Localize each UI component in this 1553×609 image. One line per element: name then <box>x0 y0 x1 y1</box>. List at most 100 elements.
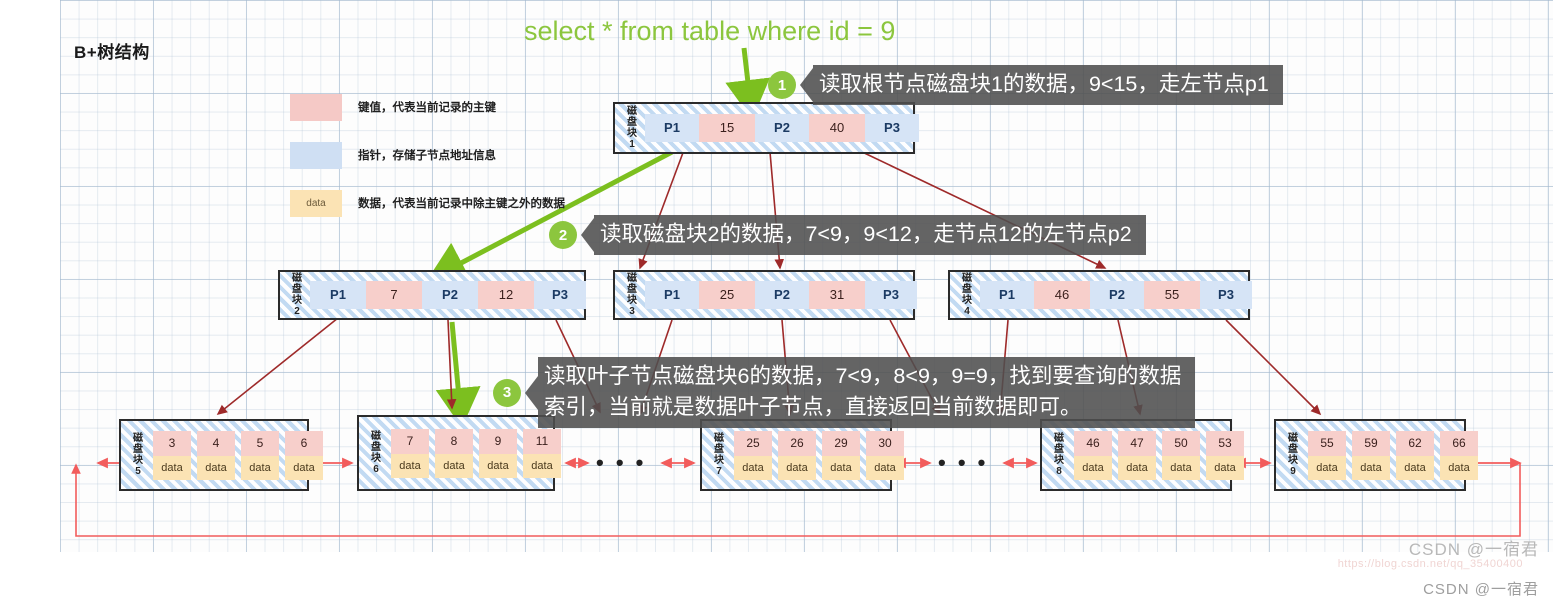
callout-arrow-2 <box>581 218 594 252</box>
node-label-block-1: 磁 盘 块 1 <box>627 106 637 150</box>
node-label-block-5: 磁 盘 块 5 <box>133 433 143 477</box>
record[interactable]: 53 data <box>1206 430 1244 480</box>
record-data: data <box>1308 455 1346 480</box>
cell-key-7[interactable]: 7 <box>366 281 422 309</box>
watermark-secondary: CSDN @一宿君 <box>1423 581 1539 598</box>
callout-arrow-1 <box>800 68 813 102</box>
record[interactable]: 30 data <box>866 430 904 480</box>
page-title: B+树结构 <box>74 43 150 62</box>
cell-pointer-b2-p1[interactable]: P1 <box>310 281 366 309</box>
legend-swatch-pointer <box>290 141 342 169</box>
record-key: 11 <box>523 428 561 454</box>
record-data: data <box>1118 455 1156 480</box>
record[interactable]: 50 data <box>1162 430 1200 480</box>
record[interactable]: 25 data <box>734 430 772 480</box>
cell-pointer-p1[interactable]: P1 <box>645 114 699 142</box>
left-margin <box>0 0 60 609</box>
record-data: data <box>435 453 473 478</box>
leaf-records-block-6: 7 data 8 data 9 data 11 data <box>391 428 561 478</box>
record-data: data <box>523 453 561 478</box>
record-data: data <box>1352 455 1390 480</box>
callout-step-2: 2 读取磁盘块2的数据，7<9，9<12，走节点12的左节点p2 <box>549 215 1146 255</box>
cell-pointer-b4-p3[interactable]: P3 <box>1200 281 1252 309</box>
record-data: data <box>1074 455 1112 480</box>
record[interactable]: 5 data <box>241 430 279 480</box>
record-key: 3 <box>153 430 191 456</box>
cell-pointer-p3[interactable]: P3 <box>865 114 919 142</box>
record[interactable]: 26 data <box>778 430 816 480</box>
node-cells-block-3: P1 25 P2 31 P3 <box>645 272 917 318</box>
cell-pointer-b2-p2[interactable]: P2 <box>422 281 478 309</box>
record-key: 46 <box>1074 430 1112 456</box>
record-data: data <box>153 455 191 480</box>
record[interactable]: 59 data <box>1352 430 1390 480</box>
node-cells-block-2: P1 7 P2 12 P3 <box>310 272 586 318</box>
cell-pointer-b3-p1[interactable]: P1 <box>645 281 699 309</box>
record[interactable]: 8 data <box>435 428 473 478</box>
record-data: data <box>197 455 235 480</box>
record[interactable]: 46 data <box>1074 430 1112 480</box>
record[interactable]: 6 data <box>285 430 323 480</box>
record-key: 7 <box>391 428 429 454</box>
legend: 键值，代表当前记录的主键 指针，存储子节点地址信息 data 数据，代表当前记录… <box>290 92 565 236</box>
cell-key-25[interactable]: 25 <box>699 281 755 309</box>
node-label-block-6: 磁 盘 块 6 <box>371 431 381 475</box>
cell-pointer-b4-p1[interactable]: P1 <box>980 281 1034 309</box>
record-key: 30 <box>866 430 904 456</box>
record[interactable]: 47 data <box>1118 430 1156 480</box>
cell-key-12[interactable]: 12 <box>478 281 534 309</box>
node-disk-block-3[interactable]: 磁 盘 块 3 P1 25 P2 31 P3 <box>613 270 917 320</box>
node-disk-block-8[interactable]: 磁 盘 块 8 46 data 47 data 50 data 53 data <box>1040 419 1244 491</box>
node-cells-block-4: P1 46 P2 55 P3 <box>980 272 1252 318</box>
record-key: 50 <box>1162 430 1200 456</box>
legend-item-key: 键值，代表当前记录的主键 <box>290 92 565 122</box>
record[interactable]: 29 data <box>822 430 860 480</box>
cell-key-40[interactable]: 40 <box>809 114 865 142</box>
legend-swatch-data: data <box>290 189 342 217</box>
callout-body-1: 读取根节点磁盘块1的数据，9<15，走左节点p1 <box>813 65 1283 105</box>
record-key: 55 <box>1308 430 1346 456</box>
leaf-records-block-5: 3 data 4 data 5 data 6 data <box>153 430 323 480</box>
node-disk-block-7[interactable]: 磁 盘 块 7 25 data 26 data 29 data 30 data <box>700 419 904 491</box>
node-disk-block-6[interactable]: 磁 盘 块 6 7 data 8 data 9 data 11 data <box>357 415 561 491</box>
record[interactable]: 3 data <box>153 430 191 480</box>
node-disk-block-2[interactable]: 磁 盘 块 2 P1 7 P2 12 P3 <box>278 270 586 320</box>
cell-pointer-p2[interactable]: P2 <box>755 114 809 142</box>
leaf-ellipsis-1: • • • <box>596 450 647 475</box>
cell-key-46[interactable]: 46 <box>1034 281 1090 309</box>
bottom-margin <box>0 552 1553 609</box>
cell-pointer-b4-p2[interactable]: P2 <box>1090 281 1144 309</box>
node-label-block-2: 磁 盘 块 2 <box>292 273 302 317</box>
record[interactable]: 66 data <box>1440 430 1478 480</box>
node-disk-block-1[interactable]: 磁 盘 块 1 P1 15 P2 40 P3 <box>613 102 919 154</box>
record-key: 47 <box>1118 430 1156 456</box>
callout-body-2: 读取磁盘块2的数据，7<9，9<12，走节点12的左节点p2 <box>594 215 1146 255</box>
record[interactable]: 4 data <box>197 430 235 480</box>
node-disk-block-5[interactable]: 磁 盘 块 5 3 data 4 data 5 data 6 data <box>119 419 323 491</box>
record[interactable]: 55 data <box>1308 430 1346 480</box>
node-disk-block-4[interactable]: 磁 盘 块 4 P1 46 P2 55 P3 <box>948 270 1252 320</box>
legend-label-data: 数据，代表当前记录中除主键之外的数据 <box>358 198 565 210</box>
record-data: data <box>1440 455 1478 480</box>
node-label-block-3: 磁 盘 块 3 <box>627 273 637 317</box>
record-data: data <box>1396 455 1434 480</box>
callout-badge-2: 2 <box>549 221 577 249</box>
cell-pointer-b3-p3[interactable]: P3 <box>865 281 917 309</box>
record-data: data <box>285 455 323 480</box>
record-data: data <box>1162 455 1200 480</box>
node-disk-block-9[interactable]: 磁 盘 块 9 55 data 59 data 62 data 66 data <box>1274 419 1478 491</box>
record-data: data <box>866 455 904 480</box>
leaf-records-block-9: 55 data 59 data 62 data 66 data <box>1308 430 1478 480</box>
record[interactable]: 9 data <box>479 428 517 478</box>
cell-key-55[interactable]: 55 <box>1144 281 1200 309</box>
node-label-block-8: 磁 盘 块 8 <box>1054 433 1064 477</box>
cell-key-15[interactable]: 15 <box>699 114 755 142</box>
cell-pointer-b2-p3[interactable]: P3 <box>534 281 586 309</box>
record-key: 6 <box>285 430 323 456</box>
cell-pointer-b3-p2[interactable]: P2 <box>755 281 809 309</box>
cell-key-31[interactable]: 31 <box>809 281 865 309</box>
record[interactable]: 7 data <box>391 428 429 478</box>
record[interactable]: 11 data <box>523 428 561 478</box>
record[interactable]: 62 data <box>1396 430 1434 480</box>
